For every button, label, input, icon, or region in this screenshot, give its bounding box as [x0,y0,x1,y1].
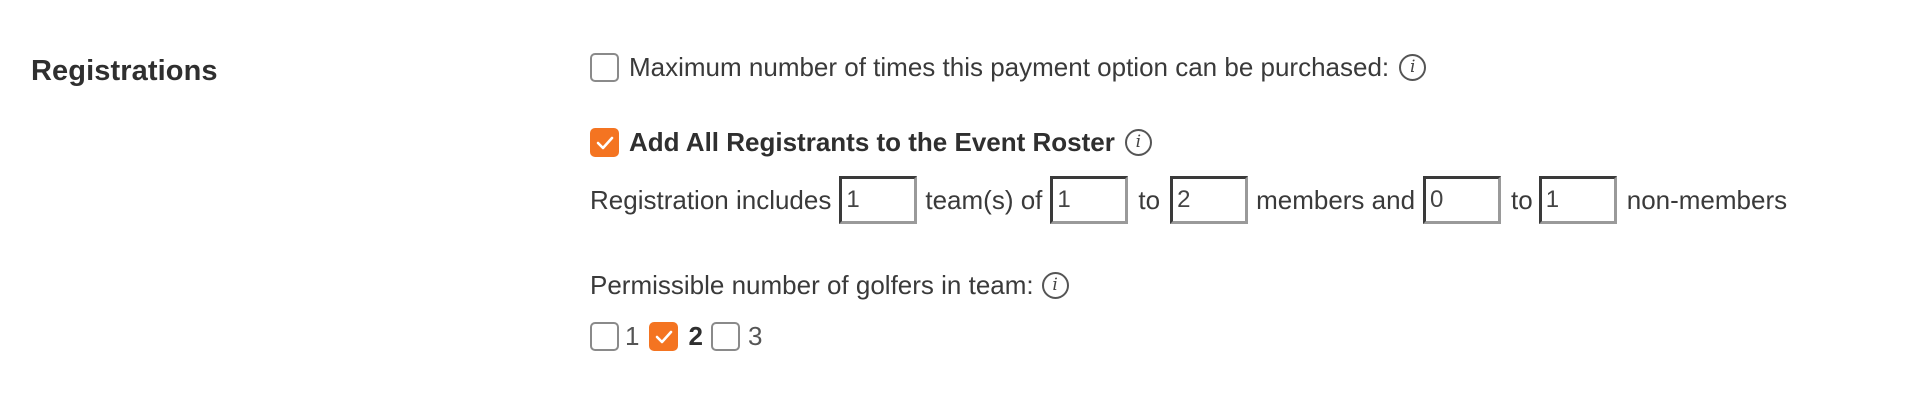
golfer-option-2-label: 2 [688,321,703,351]
nonmembers-min-input[interactable] [1423,176,1502,224]
members-suffix-label: members and [1256,184,1416,215]
section-title: Registrations [31,55,218,87]
golfer-options-row: 1 2 3 [590,321,762,352]
teams-count-input[interactable] [839,176,918,224]
to-label: to [1138,184,1161,215]
add-roster-checkbox[interactable] [590,128,619,157]
golfers-label-row: Permissible number of golfers in team: i [590,270,1069,301]
check-icon [655,330,673,343]
nonmembers-max-input[interactable] [1538,176,1617,224]
max-purchases-row: Maximum number of times this payment opt… [590,52,1427,83]
add-roster-row: Add All Registrants to the Event Roster … [590,127,1152,158]
info-icon[interactable]: i [1124,129,1152,156]
registration-prefix-label: Registration includes [590,184,832,215]
golfer-option-3-label: 3 [747,321,763,351]
nonmembers-suffix-label: non-members [1626,184,1788,215]
info-icon[interactable]: i [1041,272,1069,299]
members-min-input[interactable] [1050,176,1129,224]
registration-includes-row: Registration includes team(s) of to memb… [590,176,1787,224]
members-max-input[interactable] [1170,176,1249,224]
max-purchases-label: Maximum number of times this payment opt… [629,52,1390,82]
to-label: to [1511,184,1533,215]
teams-suffix-label: team(s) of [925,184,1043,215]
golfer-option-3-checkbox[interactable] [710,322,740,351]
max-purchases-checkbox[interactable] [590,53,619,82]
check-icon [596,136,613,149]
add-roster-label: Add All Registrants to the Event Roster [629,127,1115,157]
golfer-option-2-checkbox[interactable] [649,322,679,351]
golfer-option-1-checkbox[interactable] [590,322,619,351]
golfers-label: Permissible number of golfers in team: [590,270,1034,300]
golfer-option-1-label: 1 [625,321,640,351]
info-icon[interactable]: i [1399,54,1427,81]
